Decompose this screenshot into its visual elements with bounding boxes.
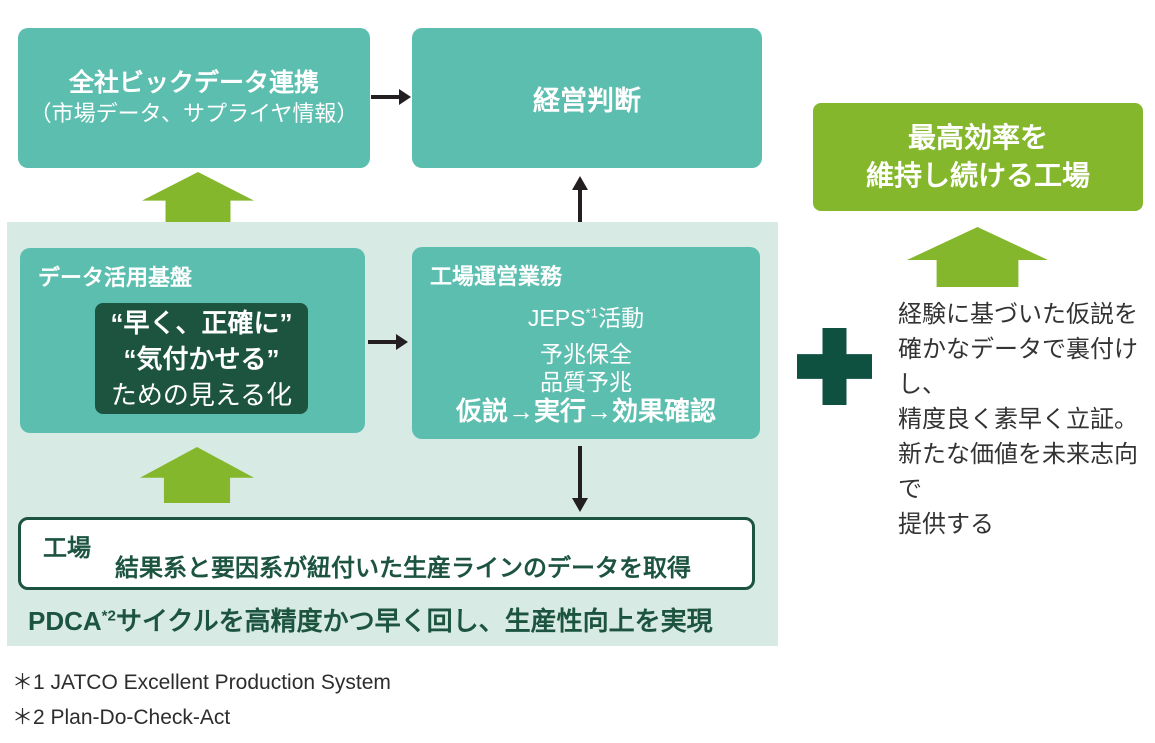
pdca-caption: PDCA*2サイクルを高精度かつ早く回し、生産性向上を実現 [28, 601, 713, 638]
note-line-5: 提供する [898, 511, 994, 538]
jeps-footnote-marker: *1 [585, 305, 599, 321]
plus-icon [797, 328, 872, 405]
bigdata-title: 全社ビックデータ連携 [68, 69, 319, 97]
bigdata-subtitle: （市場データ、サプライヤ情報） [29, 101, 359, 126]
experience-note: 経験に基づいた仮説を 確かなデータで裏付けし、 精度良く素早く立証。 新たな価値… [898, 297, 1154, 542]
arrow-right-platform-to-ops-icon [368, 334, 408, 350]
note-line-4: 新たな価値を未来志向で [898, 441, 1138, 503]
emphasis-line-2: “気付かせる” [123, 343, 280, 374]
pdca-text: PDCA [28, 606, 102, 636]
arrow-right-bigdata-to-management-icon [371, 89, 411, 105]
jeps-text: JEPS [527, 305, 586, 331]
goal-line-1: 最高効率を [907, 122, 1048, 153]
factory-data-box: 工場 結果系と要因系が紐付いた生産ラインのデータを取得 [18, 517, 755, 590]
management-box: 経営判断 [412, 28, 762, 168]
data-platform-header: データ活用基盤 [38, 265, 193, 290]
green-up-arrow-to-goal-icon [907, 227, 1048, 287]
goal-line-2: 維持し続ける工場 [865, 160, 1090, 191]
factory-label: 工場 [43, 535, 91, 562]
green-up-arrow-platform-to-bigdata-icon [142, 172, 254, 224]
predictive-maintenance-item: 予兆保全 [540, 341, 632, 367]
jeps-suffix: 活動 [598, 305, 645, 331]
factory-ops-box: 工場運営業務 JEPS*1活動 予兆保全 品質予兆 仮説→実行→効果確認 [412, 247, 760, 439]
note-line-3: 精度良く素早く立証。 [898, 406, 1138, 433]
factory-data-text: 結果系と要因系が紐付いた生産ラインのデータを取得 [115, 555, 691, 582]
pdca-footnote-marker: *2 [101, 607, 116, 625]
hypothesis-cycle-label: 仮説→実行→効果確認 [455, 396, 716, 426]
quality-prediction-item: 品質予兆 [540, 369, 632, 395]
emphasis-line-1: “早く、正確に” [110, 307, 293, 338]
jeps-activity-item: JEPS*1活動 [412, 299, 760, 333]
goal-box: 最高効率を 維持し続ける工場 [813, 103, 1143, 211]
footnote-2: ＊2 Plan-Do-Check-Act [12, 706, 231, 729]
emphasis-line-3: ための見える化 [110, 379, 293, 410]
arrow-down-ops-to-factory-icon [572, 446, 588, 512]
factory-ops-header: 工場運営業務 [430, 264, 563, 289]
management-label: 経営判断 [533, 85, 641, 116]
pdca-suffix: サイクルを高精度かつ早く回し、生産性向上を実現 [115, 606, 713, 636]
note-line-1: 経験に基づいた仮説を [898, 301, 1138, 328]
footnote-1: ＊1 JATCO Excellent Production System [12, 671, 391, 694]
visualization-emphasis-box: “早く、正確に” “気付かせる” ための見える化 [95, 303, 308, 414]
bigdata-box: 全社ビックデータ連携 （市場データ、サプライヤ情報） [18, 28, 370, 168]
note-line-2: 確かなデータで裏付けし、 [898, 336, 1138, 398]
